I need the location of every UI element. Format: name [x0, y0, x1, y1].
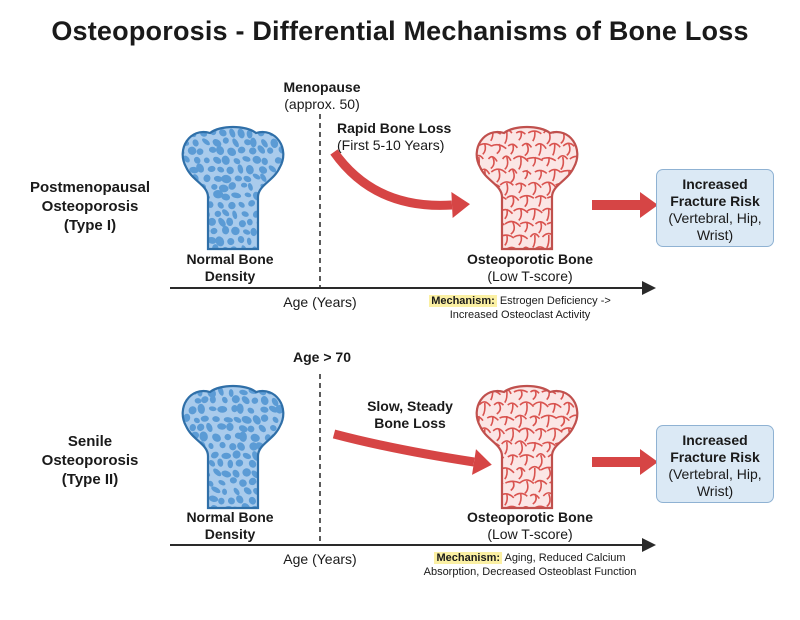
event-label: Menopause(approx. 50)	[283, 79, 361, 112]
panel-art	[170, 114, 658, 295]
osteoporotic-bone-label: Osteoporotic Bone(Low T-score)	[466, 509, 593, 542]
bone-loss-arrow-icon	[332, 429, 475, 467]
axis-label: Age (Years)	[283, 551, 357, 567]
normal-bone-icon	[181, 125, 285, 251]
mechanism-key: Mechanism:	[429, 295, 497, 307]
fracture-risk-box: Increased Fracture Risk (Vertebral, Hip,…	[656, 169, 774, 247]
osteoporotic-bone-icon	[475, 125, 579, 251]
arrowhead-icon	[472, 449, 492, 475]
osteoporotic-bone-icon	[475, 384, 579, 510]
panel-art	[170, 374, 658, 552]
fracture-risk-box: Increased Fracture Risk (Vertebral, Hip,…	[656, 425, 774, 503]
normal-bone-icon	[181, 384, 285, 510]
mechanism-note: Mechanism: Estrogen Deficiency -> Increa…	[429, 295, 611, 321]
event-label: Age > 70	[293, 349, 351, 365]
mechanism-note: Mechanism: Aging, Reduced Calcium Absorp…	[423, 552, 637, 578]
arrowhead-icon	[640, 192, 658, 218]
arrowhead-icon	[640, 449, 658, 475]
page-title: Osteoporosis - Differential Mechanisms o…	[51, 16, 749, 46]
age-axis-arrowhead-icon	[642, 281, 656, 295]
arrowhead-icon	[451, 192, 470, 218]
axis-label: Age (Years)	[283, 294, 357, 310]
mechanism-key: Mechanism:	[434, 552, 503, 564]
osteoporotic-bone-label: Osteoporotic Bone(Low T-score)	[466, 251, 593, 284]
bone-loss-arrow-icon	[330, 149, 453, 210]
loss-label: Rapid Bone Loss(First 5-10 Years)	[337, 120, 452, 153]
age-axis-arrowhead-icon	[642, 538, 656, 552]
